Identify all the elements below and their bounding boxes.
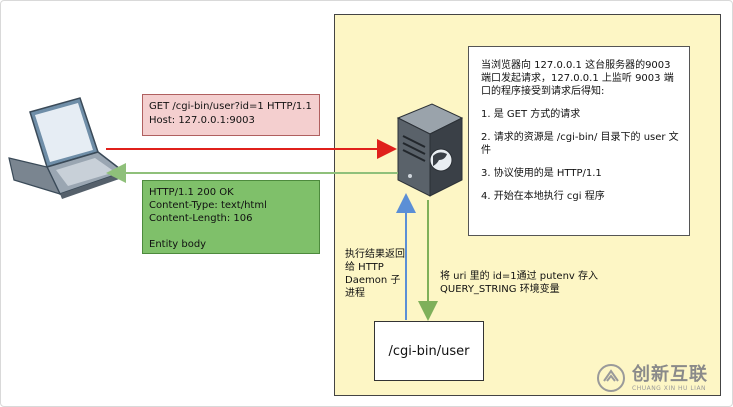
putenv-label-line-2: QUERY_STRING 环境变量 <box>440 284 560 295</box>
watermark-subtitle: CHUANG XIN HU LIAN <box>632 384 707 392</box>
http-request-box: GET /cgi-bin/user?id=1 HTTP/1.1 Host: 12… <box>142 94 320 136</box>
explanation-item-1: 1. 是 GET 方式的请求 <box>481 109 581 120</box>
putenv-label-line-1: 将 uri 里的 id=1通过 putenv 存入 <box>440 271 599 282</box>
response-content-length: Content-Length: 106 <box>149 213 253 224</box>
http-response-box: HTTP/1.1 200 OK Content-Type: text/html … <box>142 180 320 254</box>
cgi-program-box: /cgi-bin/user <box>374 321 484 381</box>
watermark: 创新互联 CHUANG XIN HU LIAN <box>596 356 728 400</box>
explanation-intro: 当浏览器向 127.0.0.1 这台服务器的9003 端口发起请求，127.0.… <box>481 60 674 97</box>
response-content-type: Content-Type: text/html <box>149 200 267 211</box>
response-entity-body: Entity body <box>149 239 207 250</box>
cgi-program-label: /cgi-bin/user <box>388 343 470 359</box>
watermark-logo-icon <box>597 364 625 392</box>
exec-result-label: 执行结果返回给 HTTP Daemon 子进程 <box>345 249 405 299</box>
watermark-title: 创新互联 <box>632 363 708 385</box>
server-explanation-box: 当浏览器向 127.0.0.1 这台服务器的9003 端口发起请求，127.0.… <box>468 46 690 236</box>
request-host-line: Host: 127.0.0.1:9003 <box>149 115 255 126</box>
response-status-line: HTTP/1.1 200 OK <box>149 187 234 198</box>
explanation-item-4: 4. 开始在本地执行 cgi 程序 <box>481 191 605 202</box>
explanation-item-2: 2. 请求的资源是 /cgi-bin/ 目录下的 user 文件 <box>481 132 679 156</box>
putenv-label: 将 uri 里的 id=1通过 putenv 存入 QUERY_STRING 环… <box>440 270 640 296</box>
explanation-item-3: 3. 协议使用的是 HTTP/1.1 <box>481 168 602 179</box>
request-line: GET /cgi-bin/user?id=1 HTTP/1.1 <box>149 101 312 112</box>
